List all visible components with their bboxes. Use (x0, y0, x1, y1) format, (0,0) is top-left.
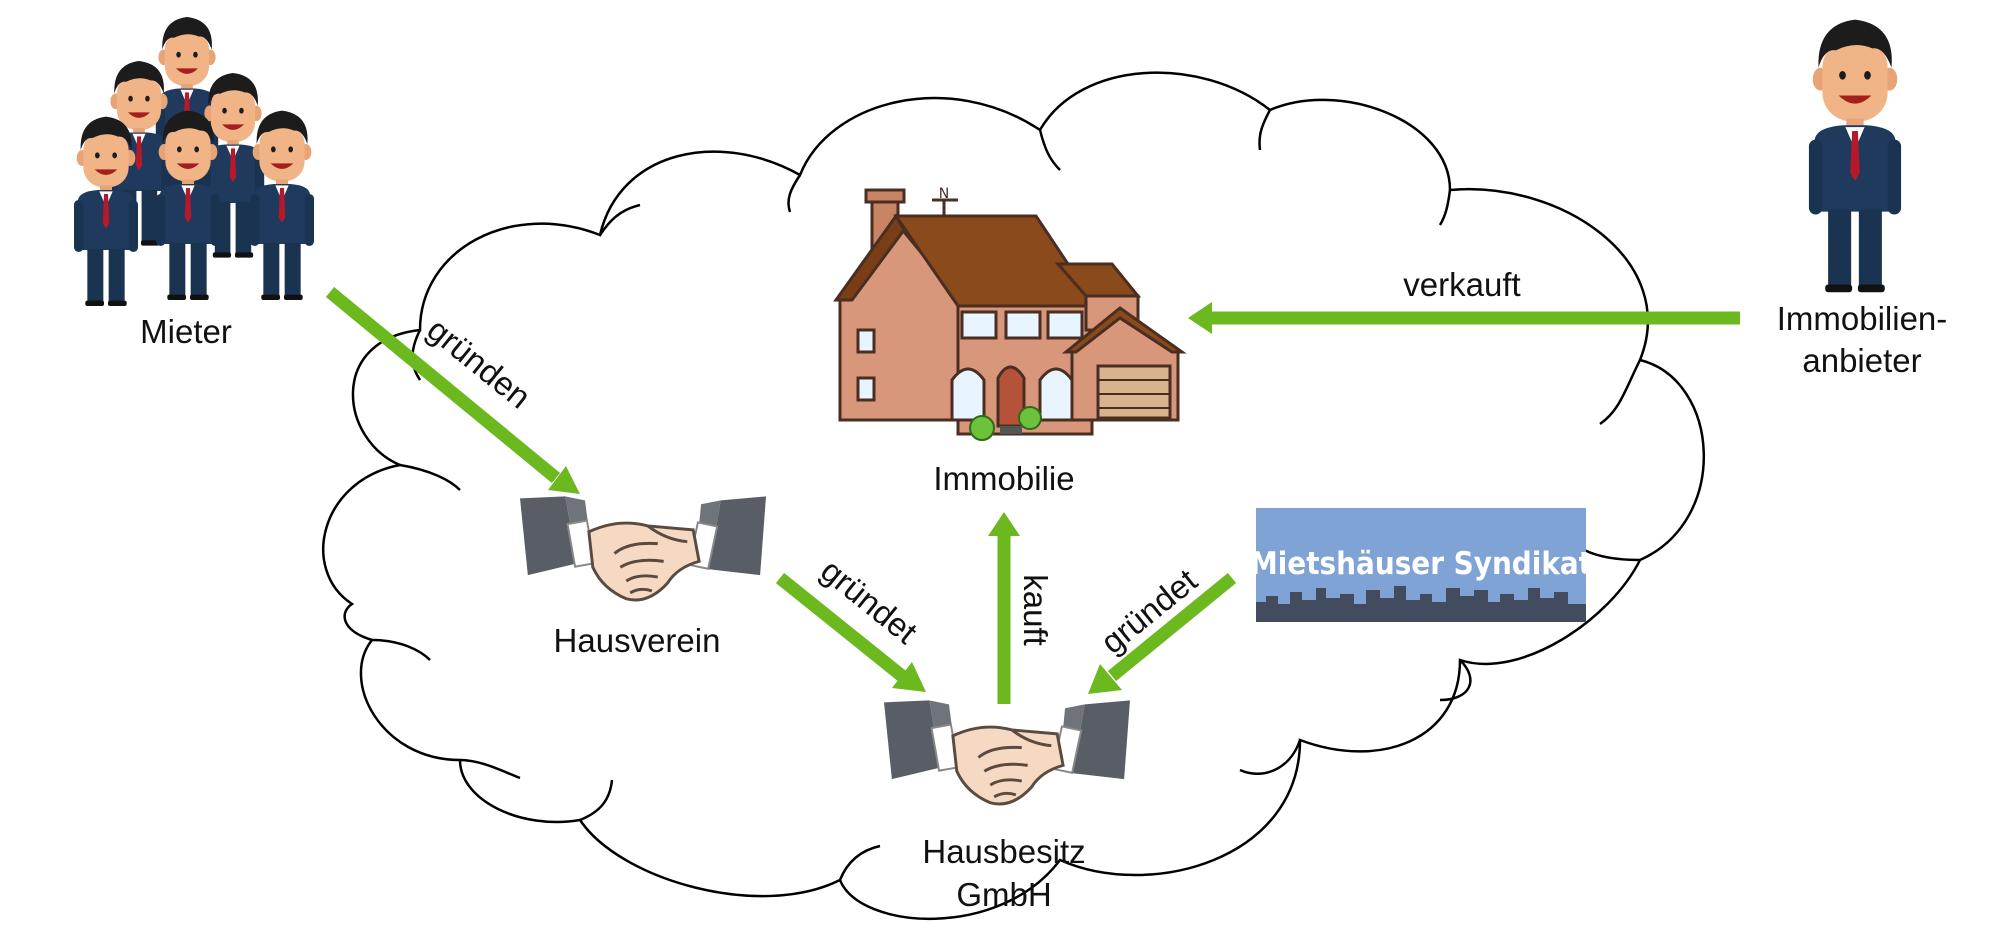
arrow-hausverein-to-gmbh (775, 572, 926, 692)
syndikat-logo: Mietshäuser Syndikat (1250, 508, 1592, 622)
arrow-mieter-to-hausverein (325, 286, 580, 494)
hausbesitz-label-line1: Hausbesitz (922, 833, 1085, 870)
person-icon (1808, 19, 1902, 293)
svg-text:N: N (939, 186, 949, 202)
immobilienanbieter-label-line2: anbieter (1802, 342, 1921, 379)
house-icon: N (833, 186, 1187, 441)
cloud-inner-lines (371, 109, 1642, 881)
arrow-gmbh-to-immobilie (988, 512, 1020, 704)
arrow-anbieter-to-immobilie (1188, 302, 1740, 334)
cloud-outline (321, 71, 1705, 920)
immobilie-label: Immobilie (933, 460, 1074, 497)
syndikat-logo-text: Mietshäuser Syndikat (1250, 546, 1592, 582)
edge-label-kauft: kauft (1017, 574, 1054, 646)
immobilienanbieter-label-line1: Immobilien- (1777, 300, 1948, 337)
people-group-icon (74, 17, 314, 307)
edge-label-verkauft: verkauft (1403, 266, 1520, 303)
mieter-label: Mieter (140, 313, 232, 350)
hausverein-label: Hausverein (554, 622, 721, 659)
hausbesitz-label-line2: GmbH (956, 876, 1051, 913)
arrow-syndikat-to-gmbh (1088, 572, 1237, 694)
